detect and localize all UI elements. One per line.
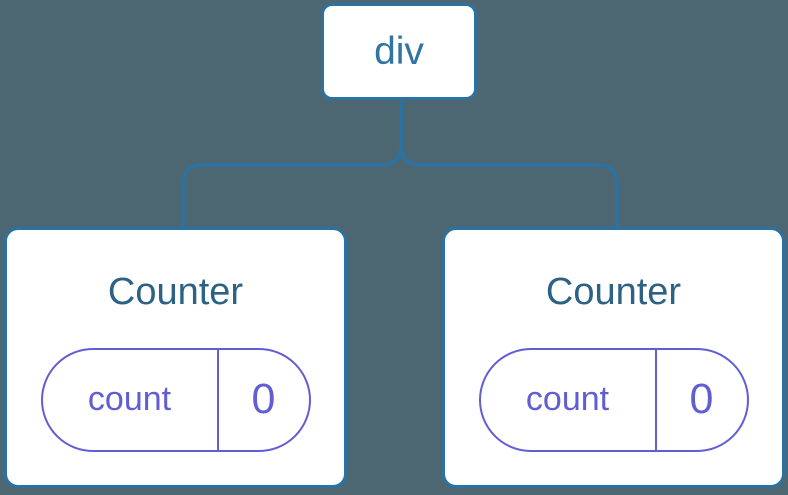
tree-node-counter-2: Counter count 0 (442, 227, 785, 488)
tree-node-counter-1: Counter count 0 (4, 227, 347, 488)
state-value: 0 (251, 375, 276, 424)
root-node-label: div (374, 29, 424, 73)
pill-divider (216, 349, 219, 450)
state-pill: count 0 (478, 347, 749, 452)
state-key: count (87, 380, 172, 419)
state-pill: count 0 (40, 347, 311, 452)
state-key: count (525, 380, 610, 419)
pill-divider (654, 349, 657, 450)
tree-node-div: div (321, 3, 477, 100)
connector-left-branch (181, 98, 403, 229)
component-title: Counter (107, 271, 244, 313)
component-title: Counter (545, 271, 682, 313)
connector-right-branch (399, 98, 619, 229)
state-value: 0 (689, 375, 714, 424)
